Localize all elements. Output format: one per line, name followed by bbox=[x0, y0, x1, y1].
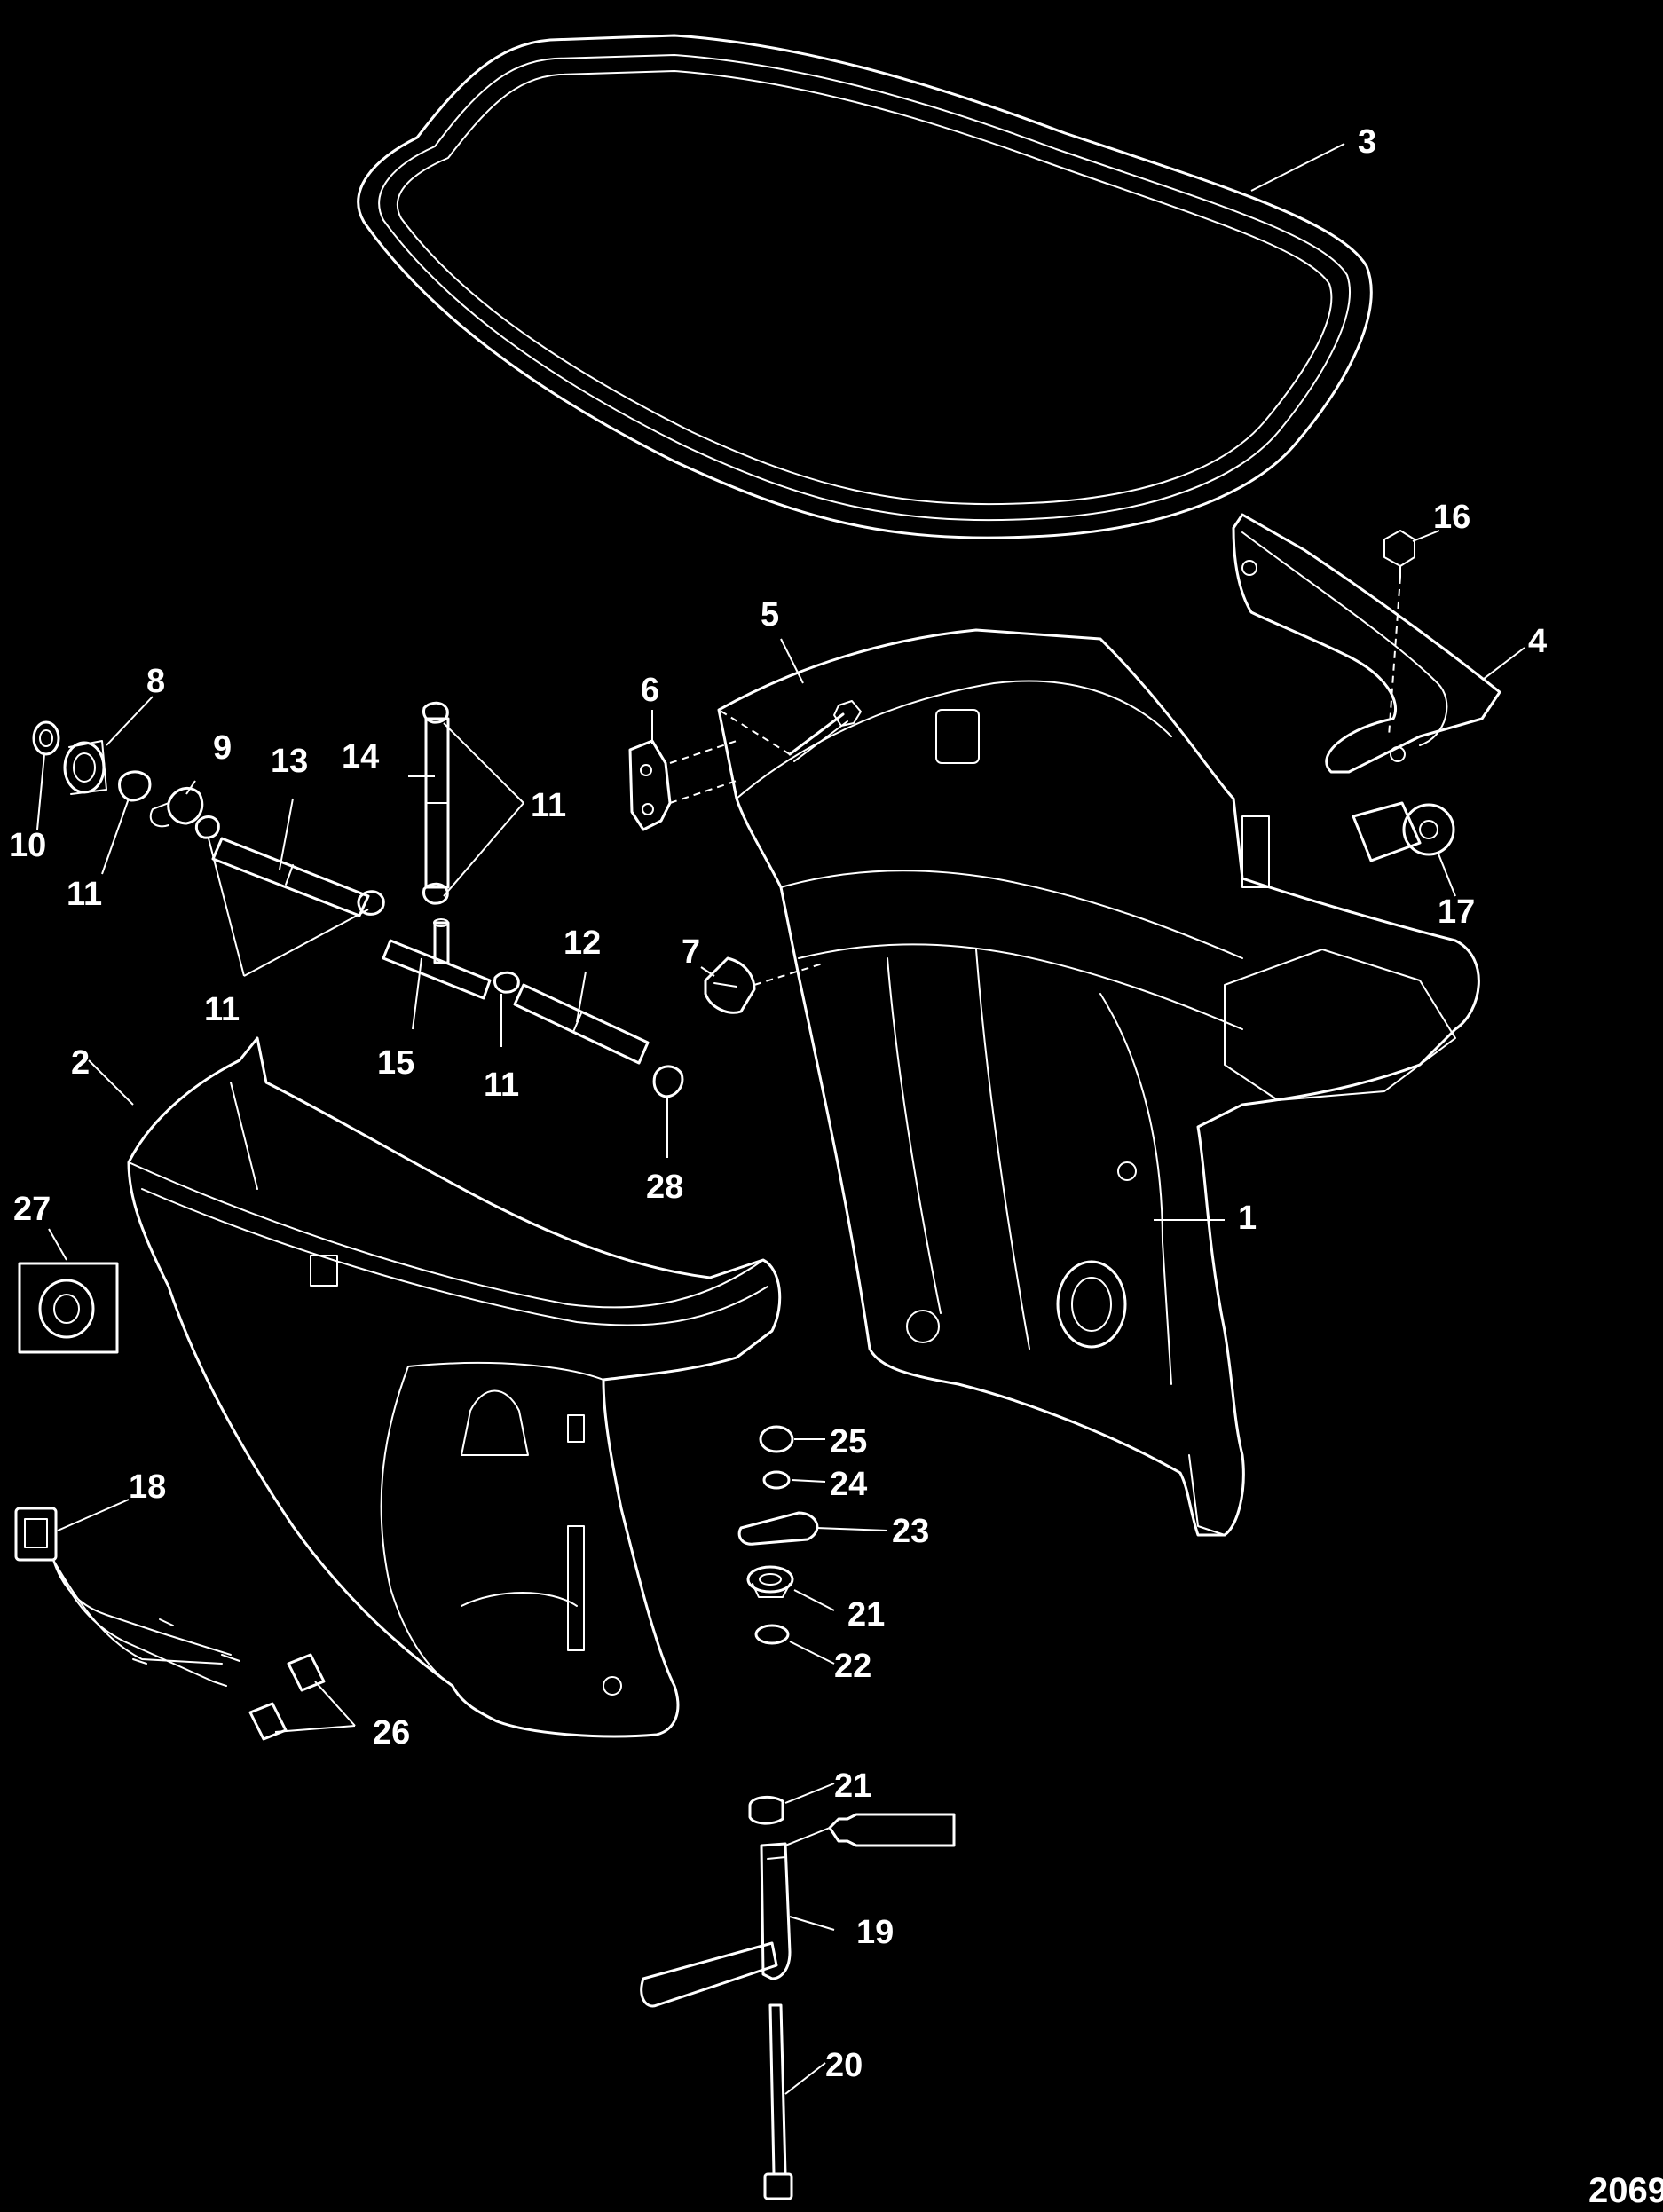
bushing-part-21-upper bbox=[746, 1565, 794, 1598]
callout-11-c: 11 bbox=[204, 991, 240, 1028]
callout-1: 1 bbox=[1238, 1200, 1257, 1237]
clamp-part-11-e bbox=[422, 882, 449, 905]
clip-part-7 bbox=[704, 956, 826, 1014]
callout-26: 26 bbox=[373, 1714, 410, 1751]
callout-20: 20 bbox=[825, 2047, 863, 2084]
figure-number: 2069 bbox=[1588, 2171, 1663, 2210]
callout-10: 10 bbox=[9, 827, 46, 864]
callout-7: 7 bbox=[682, 933, 700, 971]
connector-part-17 bbox=[1352, 801, 1455, 862]
plug-inset-part-27 bbox=[18, 1262, 119, 1354]
callout-22: 22 bbox=[834, 1648, 871, 1685]
tee-fitting-part-15 bbox=[382, 918, 492, 1000]
clamp-part-11-b bbox=[194, 815, 220, 839]
fitting-part-8 bbox=[63, 740, 107, 795]
hose-part-12 bbox=[513, 983, 650, 1065]
leader-lines bbox=[36, 143, 1525, 2095]
callout-11-d: 11 bbox=[484, 1067, 519, 1104]
callout-25: 25 bbox=[830, 1423, 867, 1460]
seal-ring-part-3 bbox=[357, 34, 1373, 539]
o-ring-part-22 bbox=[754, 1624, 790, 1645]
washer-part-24 bbox=[762, 1470, 791, 1490]
callout-16: 16 bbox=[1433, 499, 1470, 536]
callout-11-b: 11 bbox=[531, 787, 566, 824]
callout-5: 5 bbox=[761, 596, 779, 634]
callout-9: 9 bbox=[213, 729, 232, 767]
callout-labels: 3 16 4 17 5 6 7 8 9 10 11 11 11 11 12 13… bbox=[9, 123, 1663, 2210]
callout-17: 17 bbox=[1438, 893, 1475, 931]
callout-12: 12 bbox=[564, 925, 601, 962]
callout-13: 13 bbox=[271, 743, 308, 780]
clamp-part-11-a bbox=[118, 770, 152, 802]
callout-21-a: 21 bbox=[847, 1596, 885, 1633]
callout-24: 24 bbox=[830, 1466, 867, 1503]
lubricant-tube-95: 95 bbox=[828, 1813, 956, 1847]
callout-27: 27 bbox=[13, 1191, 51, 1228]
clamp-part-11-f bbox=[493, 971, 520, 994]
shaft-part-20 bbox=[763, 2003, 793, 2200]
callout-4: 4 bbox=[1528, 623, 1547, 660]
callout-11-a: 11 bbox=[67, 876, 102, 913]
switch-harness-part-18 bbox=[14, 1507, 240, 1687]
callout-2: 2 bbox=[71, 1044, 90, 1082]
callout-23: 23 bbox=[892, 1513, 929, 1550]
hose-part-14 bbox=[424, 717, 450, 889]
callout-14: 14 bbox=[342, 738, 379, 775]
washer-part-10 bbox=[32, 720, 60, 756]
bracket-part-4 bbox=[1232, 513, 1501, 774]
latch-bracket-part-6 bbox=[628, 739, 737, 831]
lever-arm-part-19 bbox=[640, 1842, 792, 2008]
fitting-part-9 bbox=[149, 786, 204, 828]
callout-21-b: 21 bbox=[834, 1767, 871, 1805]
callout-8: 8 bbox=[146, 663, 165, 700]
callout-28: 28 bbox=[646, 1169, 683, 1206]
callout-19: 19 bbox=[856, 1914, 894, 1951]
callout-6: 6 bbox=[641, 672, 659, 709]
callout-18: 18 bbox=[129, 1468, 166, 1506]
terminals-part-26 bbox=[248, 1653, 326, 1741]
callout-3: 3 bbox=[1358, 123, 1376, 161]
hose-part-13 bbox=[211, 837, 370, 917]
lubricant-tube-label: 95 bbox=[896, 1822, 916, 1841]
lever-part-23 bbox=[737, 1511, 819, 1546]
bottom-cowl-part-1 bbox=[717, 628, 1480, 1537]
bottom-cowl-part-2 bbox=[127, 1036, 782, 1738]
clamp-part-11-c bbox=[357, 890, 385, 916]
bushing-part-21-lower bbox=[748, 1795, 784, 1825]
screw-part-5 bbox=[718, 700, 862, 762]
bolt-part-16 bbox=[1383, 530, 1415, 737]
nut-part-25 bbox=[759, 1425, 794, 1453]
callout-15: 15 bbox=[377, 1044, 414, 1082]
cap-part-28 bbox=[652, 1065, 684, 1098]
